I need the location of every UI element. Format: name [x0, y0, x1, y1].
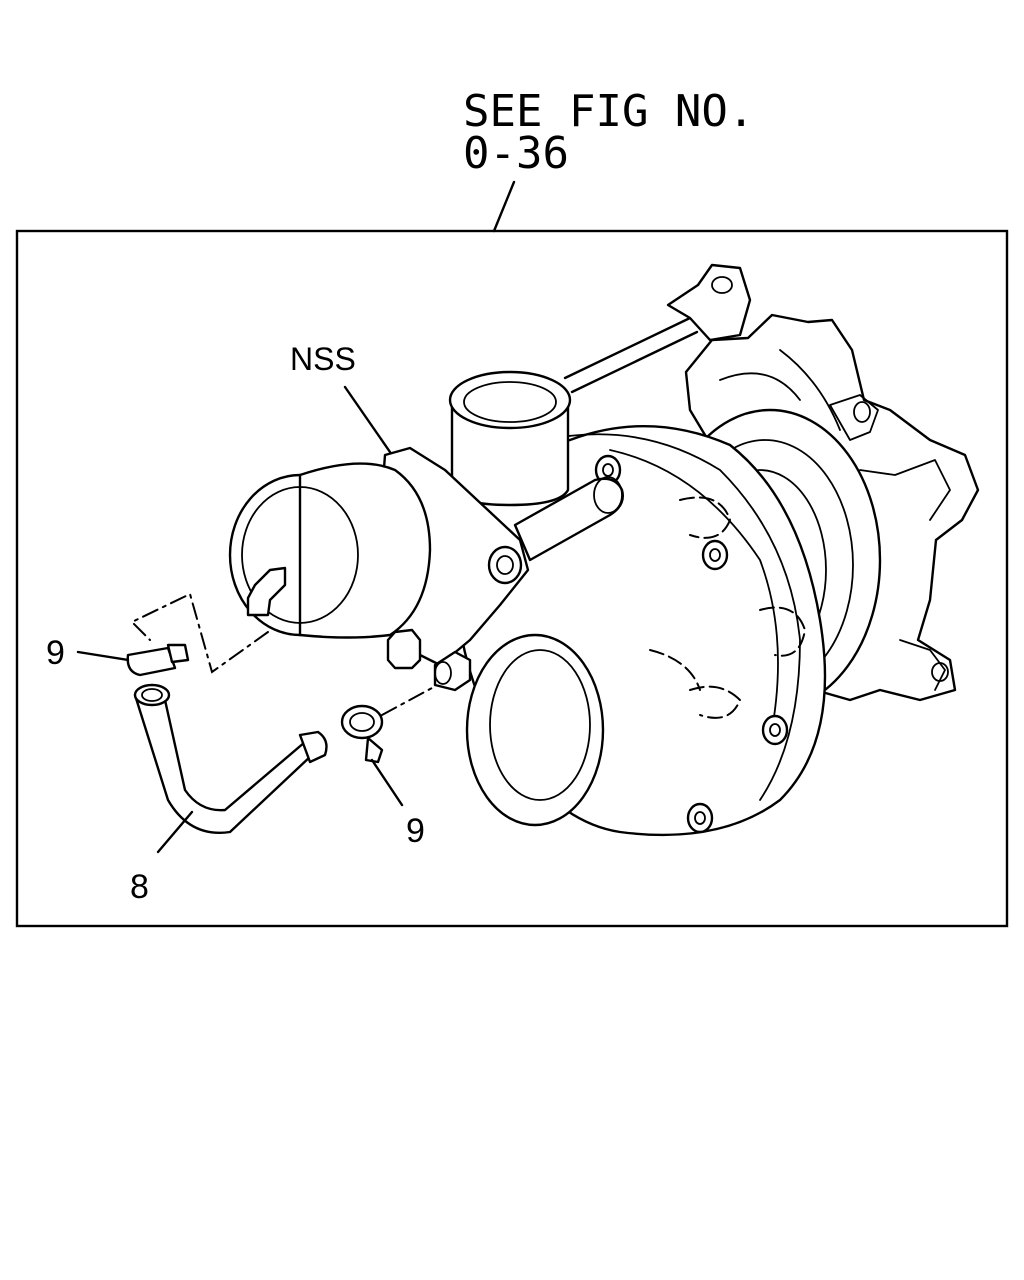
turbocharger-assembly: [228, 263, 980, 837]
assembly-line-upper: [130, 592, 269, 674]
hose-end-upper: [133, 683, 171, 707]
label-clamp-lower: 9: [406, 812, 425, 850]
hose-8: [133, 693, 314, 834]
callout-line-1: SEE FIG NO.: [463, 86, 754, 137]
label-clamp-upper: 9: [46, 634, 65, 672]
wastegate-actuator-neck: [298, 462, 432, 639]
actuator-nipple: [246, 566, 287, 617]
housing-bolt-4: [686, 802, 714, 834]
clamp-upper: [126, 643, 190, 677]
actuator-rod-end: [666, 263, 752, 342]
leader-clamp-lower: [370, 758, 404, 807]
actuator-rod: [563, 316, 699, 394]
bracket-bolt: [487, 545, 523, 585]
callout-leader: [492, 180, 516, 233]
housing-bolt-3: [761, 714, 789, 746]
label-hose: 8: [130, 868, 149, 906]
callout-line-2: 0-36: [463, 128, 569, 179]
label-nss: NSS: [290, 341, 356, 377]
lower-bolt: [386, 628, 422, 670]
housing-bolt-2: [701, 539, 729, 571]
compressor-inlet: [465, 633, 605, 827]
leader-clamp-upper: [76, 650, 130, 662]
assembly-line-lower: [381, 687, 433, 716]
clamp-lower: [340, 704, 384, 764]
leader-nss: [343, 385, 392, 454]
diagram-frame: [15, 229, 1009, 928]
leader-hose: [156, 810, 194, 854]
compressor-outlet-rim: [448, 370, 572, 430]
hose-end-lower: [298, 730, 328, 764]
